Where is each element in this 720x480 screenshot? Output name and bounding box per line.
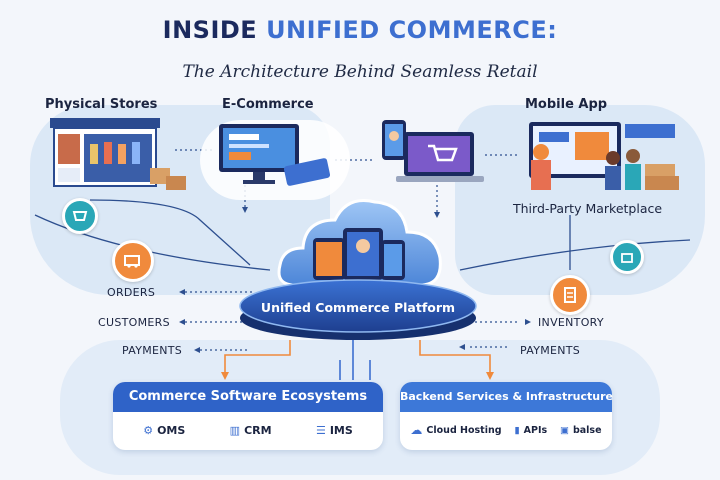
cloud-hosting-item: ☁Cloud Hosting — [410, 423, 501, 437]
arrowhead — [221, 372, 229, 380]
inventory-icon — [550, 275, 590, 315]
connector-right-upper — [459, 239, 691, 271]
platform-label: Unified Commerce Platform — [260, 300, 456, 315]
storefront-illustration — [50, 118, 186, 190]
arrowhead — [434, 212, 440, 218]
arrowhead — [486, 372, 494, 380]
marketplace-team-illustration — [529, 122, 679, 190]
oms-icon: ⚙ — [143, 423, 154, 437]
platform-disc — [239, 279, 477, 340]
desktop-computer-illustration — [219, 124, 331, 186]
apis-item: ▮APIs — [514, 425, 547, 436]
flow-label-inventory: INVENTORY — [538, 316, 604, 329]
software-ecosystems-panel: Commerce Software Ecosystems ⚙OMS ▥CRM ☰… — [113, 382, 383, 450]
arrowhead — [179, 289, 185, 295]
crm-icon: ▥ — [229, 423, 241, 437]
api-icon: ▮ — [514, 424, 520, 436]
arrowhead — [179, 319, 185, 325]
arrowhead — [242, 207, 248, 213]
connector-physical — [89, 199, 251, 266]
physical-stores-label: Physical Stores — [45, 97, 158, 112]
page-subtitle: The Architecture Behind Seamless Retail — [182, 62, 538, 82]
software-ecosystems-title: Commerce Software Ecosystems — [113, 382, 383, 412]
marketplace-label: Third-Party Marketplace — [513, 201, 663, 216]
database-icon: ▣ — [559, 424, 569, 436]
platform-cloud — [277, 199, 442, 287]
oms-item: ⚙OMS — [143, 424, 185, 437]
ims-icon: ☰ — [315, 423, 326, 437]
flow-label-payments-right: PAYMENTS — [520, 344, 581, 357]
cloud-icon: ☁ — [410, 423, 423, 437]
database-item: ▣balse — [560, 425, 602, 436]
oms-label: OMS — [157, 423, 186, 437]
arrowhead — [194, 347, 200, 353]
storefront-icon — [610, 240, 644, 274]
connector-orange-right — [419, 340, 491, 375]
backend-services-title: Backend Services & Infrastructure — [400, 382, 613, 412]
cart-icon — [62, 198, 98, 234]
flow-label-payments-left: PAYMENTS — [122, 344, 183, 357]
database-label: balse — [572, 424, 602, 436]
cloud-hosting-label: Cloud Hosting — [426, 424, 502, 436]
ims-item: ☰IMS — [316, 424, 353, 437]
laptop-phone-illustration — [382, 120, 484, 182]
truck-icon — [112, 240, 154, 282]
flow-label-customers: CUSTOMERS — [98, 316, 170, 329]
apis-label: APIs — [523, 424, 548, 436]
connector-orange-left — [224, 340, 291, 375]
arrowhead — [525, 319, 531, 325]
mobile-app-label: Mobile App — [525, 97, 608, 112]
ecommerce-label: E-Commerce — [222, 97, 314, 112]
page-title: INSIDE UNIFIED COMMERCE: — [162, 16, 558, 44]
backend-services-panel: Backend Services & Infrastructure ☁Cloud… — [400, 382, 613, 450]
arrowhead — [459, 344, 465, 350]
ims-label: IMS — [329, 423, 353, 437]
crm-label: CRM — [244, 423, 272, 437]
crm-item: ▥CRM — [230, 424, 272, 437]
flow-label-orders: ORDERS — [107, 286, 156, 299]
